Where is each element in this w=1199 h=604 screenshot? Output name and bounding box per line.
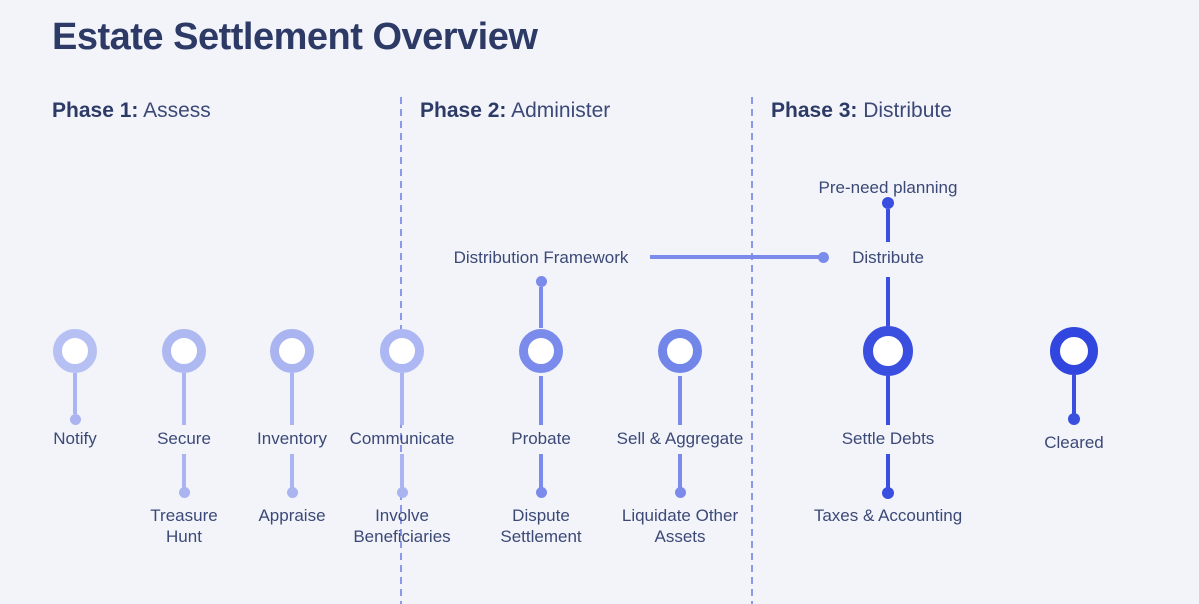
phase-2-prefix: Phase 2: — [420, 99, 507, 122]
connector-line — [400, 454, 404, 488]
connector-line — [400, 373, 404, 425]
connector-dot — [69, 414, 81, 425]
timeline-node-cleared — [1050, 327, 1098, 375]
connector-line — [886, 454, 890, 488]
connector-line — [73, 373, 77, 414]
phase-2-name: Administer — [506, 99, 611, 122]
timeline-node-notify — [53, 329, 97, 373]
connector-dot — [178, 487, 190, 498]
phase-divider-2 — [751, 97, 753, 604]
node-label-notify: Notify — [53, 429, 97, 448]
connector-line — [539, 454, 543, 488]
phase-3-name: Distribute — [857, 99, 952, 122]
timeline-node-secure — [162, 329, 206, 373]
node-label-secure: Secure — [157, 429, 211, 448]
connector-dot — [396, 487, 408, 498]
connector-dot — [674, 487, 686, 498]
connector-dot — [818, 251, 829, 263]
node-label-probate: Probate — [511, 429, 571, 448]
node-label-sell-aggregate: Sell & Aggregate — [616, 429, 744, 448]
timeline-node-inventory — [270, 329, 314, 373]
connector-line — [182, 454, 186, 488]
node-sublabel-liquidate-other-assets: Liquidate Other Assets — [621, 506, 739, 546]
connector-line — [539, 287, 543, 328]
phase-1-prefix: Phase 1: — [52, 99, 139, 122]
connector-dot — [535, 487, 547, 498]
connector-line — [886, 209, 890, 242]
connector-line — [678, 376, 682, 425]
connector-line — [290, 454, 294, 488]
connector-dot — [535, 276, 547, 287]
node-sublabel-taxes-accounting: Taxes & Accounting — [813, 506, 963, 525]
timeline-node-probate — [519, 329, 563, 373]
node-sublabel-involve-beneficiaries: Involve Beneficiaries — [353, 506, 451, 546]
connector-line — [886, 277, 890, 326]
node-label-communicate: Communicate — [349, 429, 455, 448]
connector-dot — [286, 487, 298, 498]
connector-line — [678, 454, 682, 488]
connector-line — [886, 376, 890, 425]
phase-1-header: Phase 1: Assess — [52, 99, 211, 123]
annotation-pre-need-planning: Pre-need planning — [818, 178, 958, 197]
node-label-inventory: Inventory — [257, 429, 327, 448]
phase-2-header: Phase 2: Administer — [420, 99, 610, 123]
connector-line — [539, 376, 543, 425]
phase-1-name: Assess — [138, 99, 211, 122]
connector-line — [1072, 375, 1076, 414]
connector-line — [182, 373, 186, 425]
node-sublabel-treasure-hunt: Treasure Hunt — [150, 506, 218, 546]
timeline-node-sell-aggregate — [658, 329, 702, 373]
connector-dot — [882, 197, 894, 209]
phase-3-prefix: Phase 3: — [771, 99, 858, 122]
page-title: Estate Settlement Overview — [52, 16, 538, 58]
connector-dot — [882, 487, 894, 499]
connector-line — [290, 373, 294, 425]
timeline-node-communicate — [380, 329, 424, 373]
annotation-distribute: Distribute — [852, 248, 924, 267]
connector-dot — [1068, 413, 1080, 425]
node-sublabel-appraise: Appraise — [258, 506, 326, 525]
connector-line-horizontal — [650, 255, 820, 259]
phase-3-header: Phase 3: Distribute — [771, 99, 952, 123]
node-label-cleared: Cleared — [1044, 433, 1104, 452]
node-label-settle-debts: Settle Debts — [841, 429, 935, 448]
annotation-distribution-framework: Distribution Framework — [453, 248, 629, 267]
timeline-node-settle-debts — [863, 326, 913, 376]
node-sublabel-dispute-settlement: Dispute Settlement — [500, 506, 582, 546]
